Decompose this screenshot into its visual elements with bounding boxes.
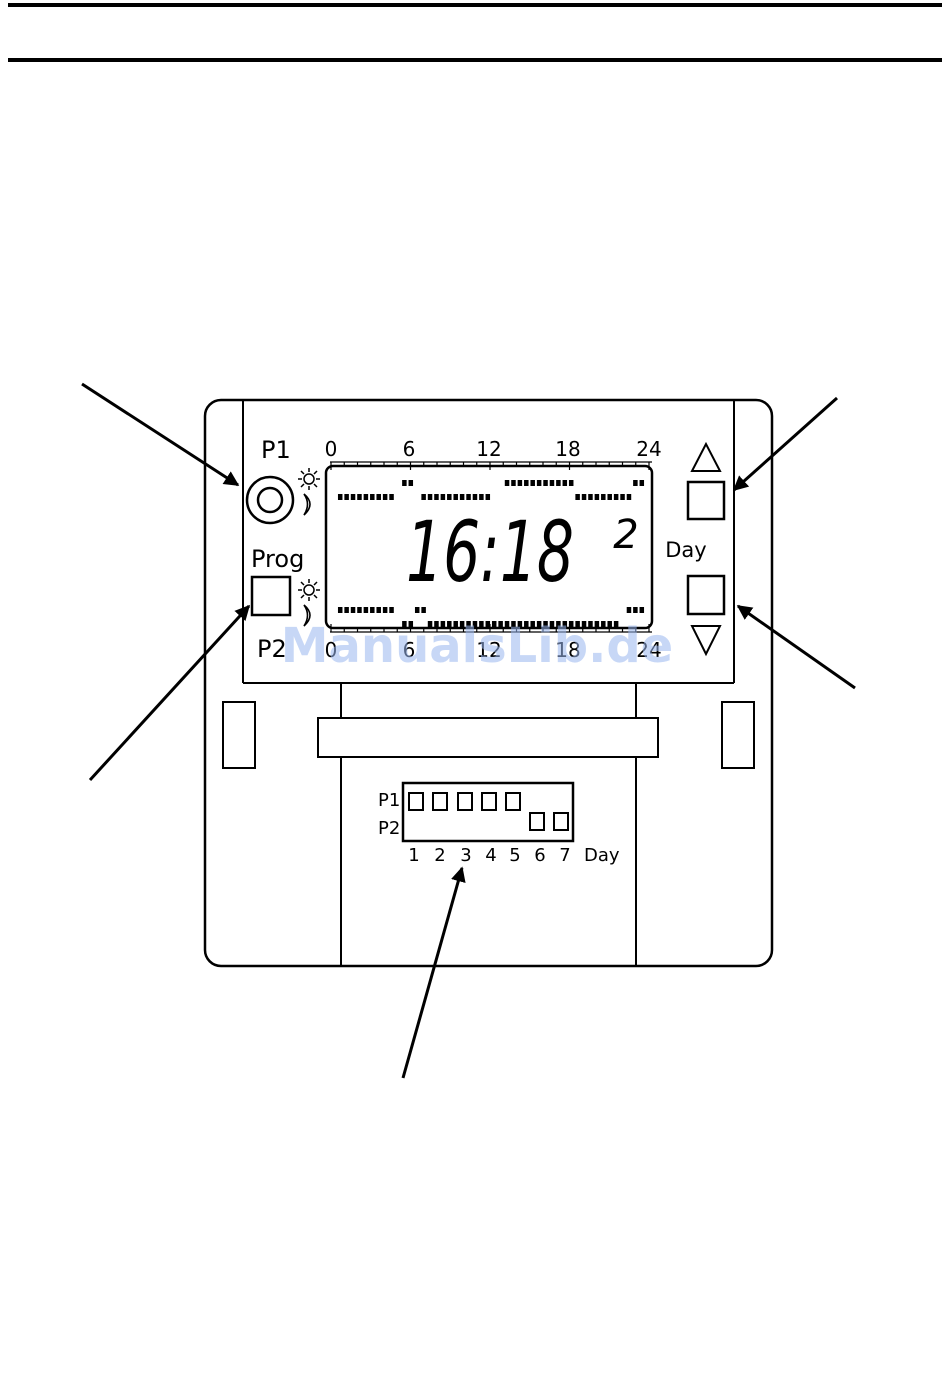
lcd-segment bbox=[588, 494, 593, 500]
moon-icon bbox=[304, 494, 310, 515]
lcd-segment bbox=[460, 494, 465, 500]
lcd-segment bbox=[389, 607, 394, 613]
lcd-segment bbox=[434, 494, 439, 500]
lcd-segment bbox=[364, 607, 369, 613]
triangle-down-icon bbox=[692, 626, 720, 654]
lcd-segment bbox=[607, 494, 612, 500]
day-selector-panel bbox=[403, 783, 573, 841]
callout-arrow-day-selector bbox=[403, 868, 462, 1078]
cover-hinge-bar bbox=[318, 718, 658, 757]
top-scale-label: 12 bbox=[476, 437, 501, 461]
lcd-segment bbox=[524, 480, 529, 486]
selector-p1-label: P1 bbox=[378, 790, 400, 811]
lcd-segment bbox=[614, 494, 619, 500]
lcd-segment bbox=[428, 494, 433, 500]
lcd-segment bbox=[351, 607, 356, 613]
lcd-segment bbox=[518, 480, 523, 486]
day-number-label: 4 bbox=[485, 845, 496, 866]
lcd-segment bbox=[376, 607, 381, 613]
lcd-segment bbox=[530, 480, 535, 486]
lcd-segment bbox=[421, 607, 426, 613]
lcd-segment bbox=[595, 494, 600, 500]
lcd-segment bbox=[402, 480, 407, 486]
sun-icon bbox=[298, 468, 320, 490]
day-number-label: 3 bbox=[460, 845, 471, 866]
lcd-segment bbox=[389, 494, 394, 500]
lcd-time: 16:18 bbox=[406, 503, 574, 601]
day-label: Day bbox=[665, 538, 706, 562]
lcd-segment bbox=[582, 494, 587, 500]
callout-arrow-prog bbox=[90, 606, 249, 780]
triangle-up-icon bbox=[692, 444, 720, 471]
selector-p2-label: P2 bbox=[378, 818, 400, 839]
right-side-slot bbox=[722, 702, 754, 768]
lcd-segment bbox=[415, 607, 420, 613]
p1-label: P1 bbox=[261, 436, 291, 464]
top-scale-label: 24 bbox=[636, 437, 661, 461]
prog-label: Prog bbox=[251, 545, 304, 573]
lcd-segment bbox=[351, 494, 356, 500]
lcd-segment bbox=[409, 480, 414, 486]
lcd-segment bbox=[627, 607, 632, 613]
day-up-button[interactable] bbox=[688, 482, 724, 519]
lcd-segment bbox=[441, 494, 446, 500]
lcd-segment bbox=[344, 607, 349, 613]
selector-day-label: Day bbox=[584, 845, 620, 866]
lcd-segment bbox=[453, 494, 458, 500]
lcd-segment bbox=[543, 480, 548, 486]
lcd-segment bbox=[505, 480, 510, 486]
top-scale-label: 0 bbox=[325, 437, 338, 461]
callout-arrow-day-up bbox=[734, 398, 837, 490]
lcd-segment bbox=[627, 494, 632, 500]
day-number-label: 5 bbox=[509, 845, 520, 866]
lcd-segment bbox=[640, 480, 645, 486]
left-side-slot bbox=[223, 702, 255, 768]
lcd-segment bbox=[447, 494, 452, 500]
lcd-segment bbox=[486, 494, 491, 500]
lcd-segment bbox=[338, 607, 343, 613]
callout-arrow-day-down bbox=[738, 606, 855, 688]
watermark: ManualsLib.de bbox=[281, 618, 673, 674]
lcd-segment bbox=[633, 607, 638, 613]
day-number-label: 2 bbox=[434, 845, 445, 866]
top-scale-label: 18 bbox=[555, 437, 580, 461]
lcd-segment bbox=[563, 480, 568, 486]
prog-button[interactable] bbox=[252, 577, 290, 615]
p1-button[interactable] bbox=[247, 477, 293, 523]
lcd-segment bbox=[601, 494, 606, 500]
lcd-segment bbox=[537, 480, 542, 486]
top-scale-label: 6 bbox=[403, 437, 416, 461]
day-number-label: 1 bbox=[408, 845, 419, 866]
lcd-segment bbox=[511, 480, 516, 486]
lcd-segment bbox=[344, 494, 349, 500]
lcd-top-program-segments bbox=[338, 480, 644, 500]
lcd-segment bbox=[575, 494, 580, 500]
lcd-segment bbox=[556, 480, 561, 486]
lcd-segment bbox=[640, 607, 645, 613]
day-number-label: 7 bbox=[559, 845, 570, 866]
lcd-segment bbox=[338, 494, 343, 500]
lcd-segment bbox=[473, 494, 478, 500]
callout-arrow-p1 bbox=[82, 384, 238, 485]
lcd-day-number: 2 bbox=[613, 512, 638, 558]
lcd-segment bbox=[383, 607, 388, 613]
lcd-segment bbox=[370, 494, 375, 500]
lcd-segment bbox=[479, 494, 484, 500]
lcd-segment bbox=[376, 494, 381, 500]
lcd-segment bbox=[357, 607, 362, 613]
lcd-segment bbox=[421, 494, 426, 500]
lcd-segment bbox=[370, 607, 375, 613]
lcd-segment bbox=[466, 494, 471, 500]
day-down-button[interactable] bbox=[688, 576, 724, 614]
lcd-segment bbox=[383, 494, 388, 500]
lcd-segment bbox=[357, 494, 362, 500]
lcd-segment bbox=[364, 494, 369, 500]
lcd-segment bbox=[550, 480, 555, 486]
sun-icon bbox=[298, 579, 320, 601]
lcd-segment bbox=[620, 494, 625, 500]
lcd-segment bbox=[569, 480, 574, 486]
day-number-label: 6 bbox=[534, 845, 545, 866]
lcd-segment bbox=[633, 480, 638, 486]
